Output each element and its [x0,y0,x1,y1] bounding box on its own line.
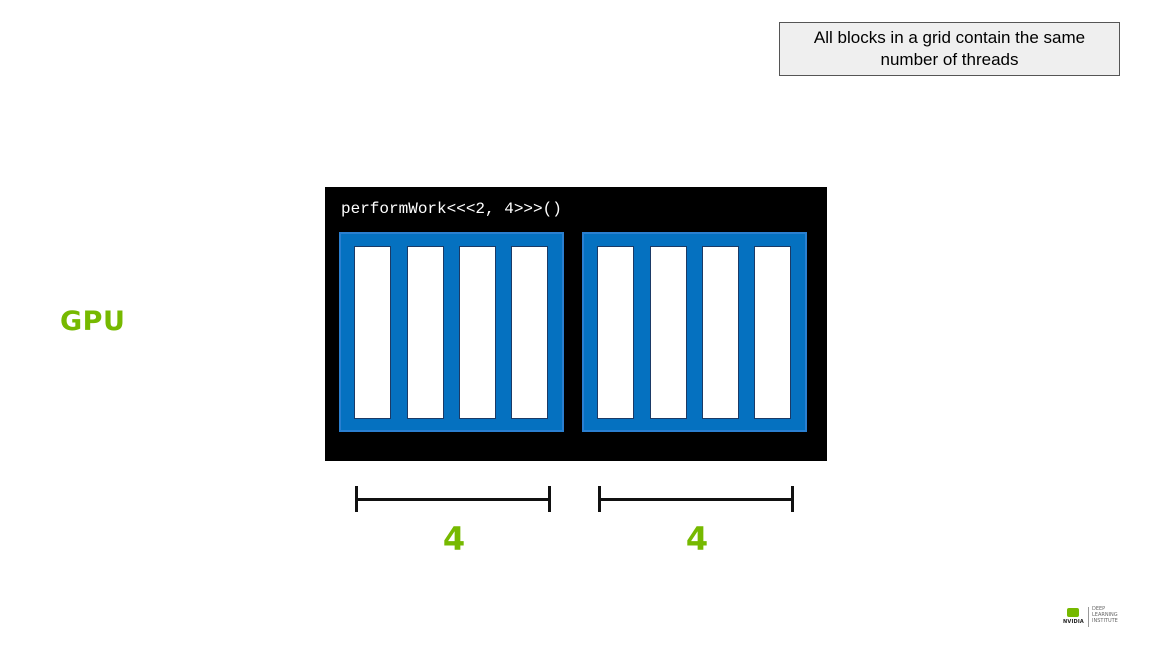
bracket-bar [355,498,551,501]
thread [354,246,391,419]
thread-block-2 [582,232,807,432]
thread-block-1 [339,232,564,432]
bracket-end [548,486,551,512]
dli-line-3: INSTITUTE [1092,618,1118,624]
thread [650,246,687,419]
gpu-panel: performWork<<<2, 4>>>() [325,187,827,461]
nvidia-eye-icon [1067,608,1079,617]
nvidia-wordmark: NVIDIA [1063,619,1084,625]
thread [511,246,548,419]
thread [459,246,496,419]
block-width-bracket-2 [598,486,794,512]
thread [754,246,791,419]
dli-line-1: DEEP [1092,606,1106,612]
bracket-bar [598,498,794,501]
thread [597,246,634,419]
kernel-launch-code: performWork<<<2, 4>>>() [341,200,562,218]
thread [702,246,739,419]
explanation-note-text: All blocks in a grid contain the same nu… [813,28,1086,69]
logo-divider [1088,607,1089,627]
block-width-bracket-1 [355,486,551,512]
explanation-note: All blocks in a grid contain the same nu… [779,22,1120,76]
threads-per-block-count-2: 4 [685,520,709,558]
bracket-end [791,486,794,512]
threads-per-block-count-1: 4 [442,520,466,558]
gpu-label: GPU [60,306,126,337]
dli-line-2: LEARNING [1092,612,1118,618]
thread [407,246,444,419]
nvidia-dli-logo: NVIDIA DEEP LEARNING INSTITUTE [1063,606,1129,630]
dli-wordmark: DEEP LEARNING INSTITUTE [1092,606,1118,624]
